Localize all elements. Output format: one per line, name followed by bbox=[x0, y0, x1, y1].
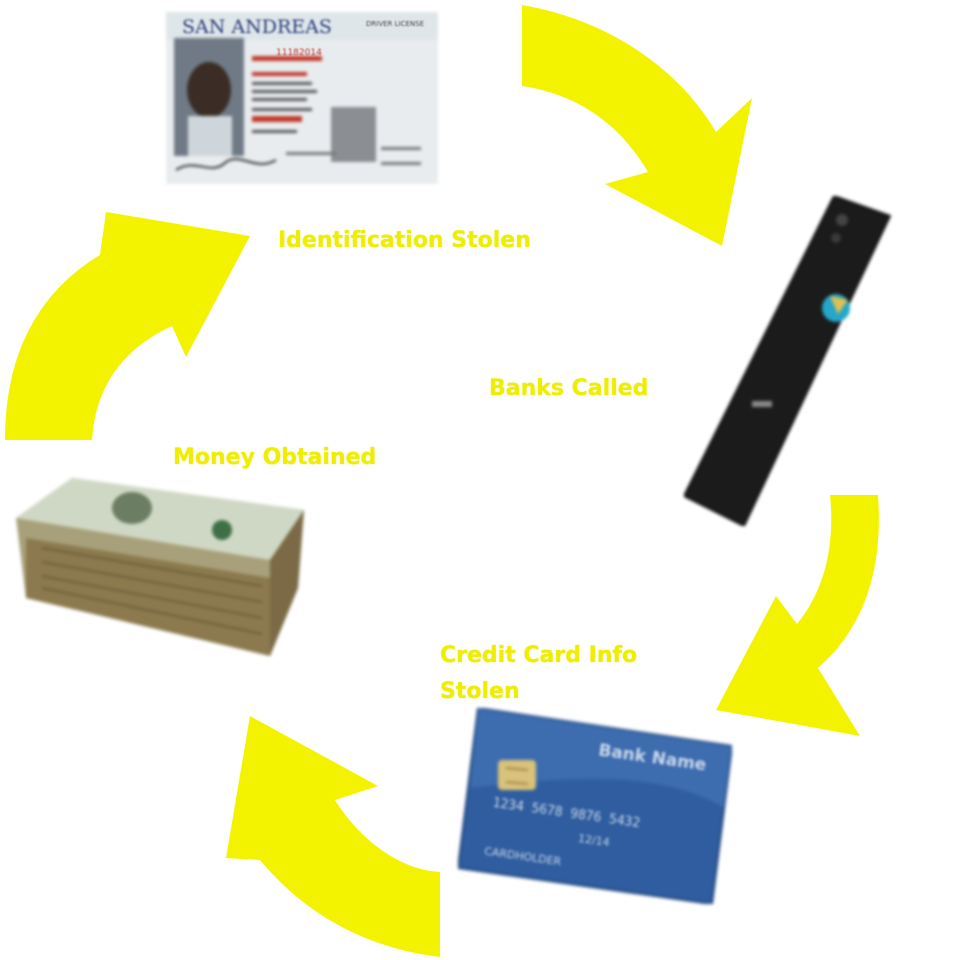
arrow-id-to-phone bbox=[522, 5, 752, 246]
label-credit-card-line2: Stolen bbox=[440, 679, 520, 704]
cash-stack-image bbox=[12, 478, 304, 658]
label-money-obtained: Money Obtained bbox=[173, 445, 377, 470]
credit-card-image: Bank Name 1234 5678 9876 5432 12/14 CARD… bbox=[457, 707, 733, 905]
arrow-card-to-cash bbox=[226, 716, 440, 957]
label-identification-stolen: Identification Stolen bbox=[278, 228, 531, 253]
label-credit-card-stolen: Credit Card Info Stolen bbox=[440, 638, 637, 710]
label-credit-card-line1: Credit Card Info bbox=[440, 643, 638, 668]
drivers-license-image: SAN ANDREAS DRIVER LICENSE 11182014 bbox=[166, 12, 438, 184]
license-state: SAN ANDREAS bbox=[182, 16, 332, 38]
arrow-cash-to-id bbox=[5, 212, 250, 440]
phone-image bbox=[683, 195, 894, 527]
label-banks-called: Banks Called bbox=[489, 376, 649, 401]
license-header: DRIVER LICENSE bbox=[366, 20, 424, 28]
license-number: 11182014 bbox=[276, 48, 322, 58]
arrow-phone-to-card bbox=[716, 495, 879, 736]
